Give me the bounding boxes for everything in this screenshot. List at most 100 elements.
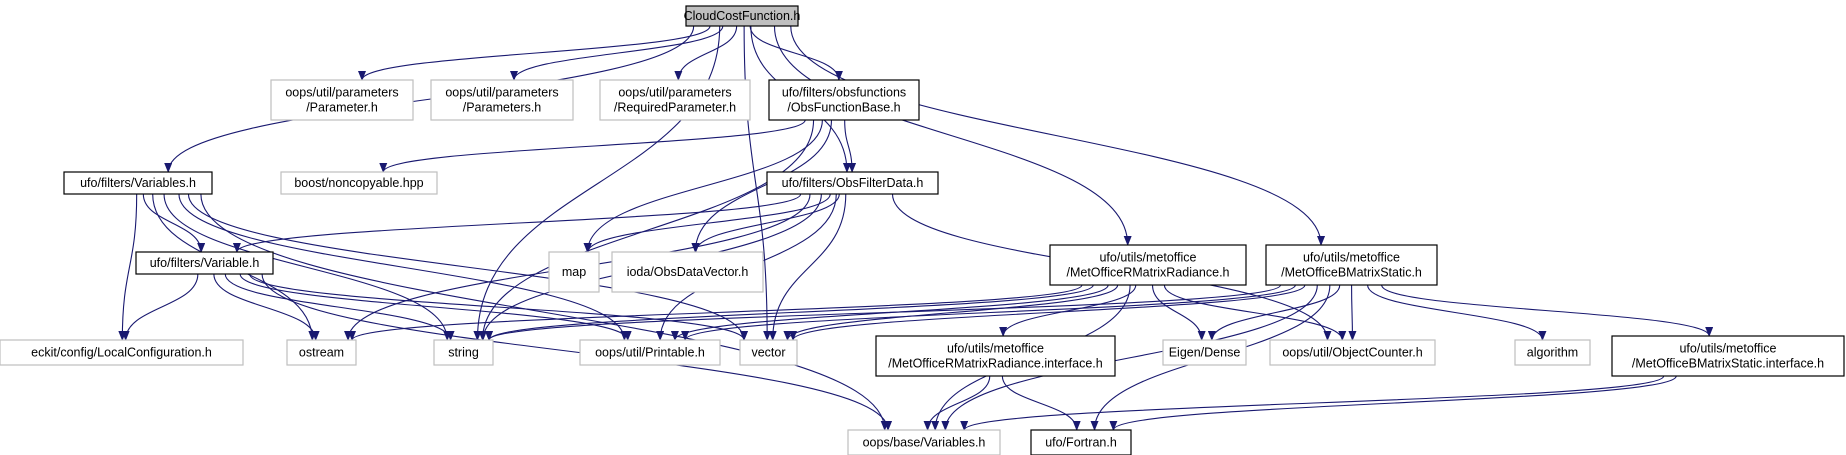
node-box-bmatrixstatic [1265, 244, 1438, 286]
node-box-obsdatavector [611, 251, 764, 293]
edge-bmatrixstatic-to-vector [789, 284, 1306, 341]
node-label-parameters-line-1: oops/util/parameters [445, 86, 558, 100]
edge-rmatrixradiance-to-objectcounter [1163, 284, 1347, 341]
node-box-parameter [270, 79, 414, 121]
node-box-fortran [1030, 429, 1132, 455]
node-label-vector-line-1: vector [751, 346, 785, 360]
node-obsfilterdata[interactable]: ufo/filters/ObsFilterData.h [766, 171, 939, 195]
node-box-eigendense [1162, 339, 1247, 366]
node-box-localconfiguration [0, 339, 244, 366]
node-noncopyable: boost/noncopyable.hpp [280, 171, 438, 195]
node-label-noncopyable-line-1: boost/noncopyable.hpp [294, 176, 423, 190]
edge-bmatrixstatic-to-objectcounter [1348, 284, 1357, 341]
node-fortran[interactable]: ufo/Fortran.h [1030, 429, 1132, 455]
node-map: map [548, 251, 600, 293]
edge-variables-to-variable [142, 193, 206, 253]
node-label-printable-line-1: oops/util/Printable.h [595, 346, 705, 360]
edge-bmatrixstatic-to-oopsvariables [941, 284, 1318, 431]
node-bmatrixstatic[interactable]: ufo/utils/metoffice/MetOfficeBMatrixStat… [1265, 244, 1438, 286]
edge-bmatrixstatic-to-printable [681, 284, 1296, 341]
edge-root-to-vector [743, 25, 772, 341]
edge-obsfunctionbase-to-noncopyable [379, 119, 806, 173]
node-bmatrixinterface[interactable]: ufo/utils/metoffice/MetOfficeBMatrixStat… [1611, 335, 1845, 377]
node-label-rmatrixinterface-line-1: ufo/utils/metoffice [947, 342, 1044, 356]
node-box-variable [135, 251, 274, 275]
node-rmatrixradiance[interactable]: ufo/utils/metoffice/MetOfficeRMatrixRadi… [1049, 244, 1247, 286]
edge-bmatrixstatic-to-algorithm [1367, 284, 1547, 341]
edge-obsfilterdata-to-variable [233, 193, 802, 253]
edge-rmatrixinterface-to-oopsvariables [923, 375, 991, 431]
node-label-bmatrixinterface-line-1: ufo/utils/metoffice [1679, 342, 1776, 356]
edge-bmatrixinterface-to-fortran [1109, 375, 1677, 431]
edge-obsfunctionbase-to-string [478, 119, 815, 341]
node-variables[interactable]: ufo/filters/Variables.h [63, 171, 213, 195]
node-box-root [685, 5, 799, 27]
edge-obsfilterdata-to-obsdatavector [691, 193, 840, 253]
edge-root-to-string [473, 25, 721, 341]
node-string: string [433, 339, 494, 366]
edge-root-to-bmatrixstatic [790, 25, 1325, 246]
node-oopsvariables: oops/base/Variables.h [847, 429, 1001, 455]
node-label-requiredparameter-line-2: /RequiredParameter.h [614, 101, 736, 115]
edge-obsfilterdata-to-map [584, 193, 831, 253]
node-label-obsfunctionbase-line-1: ufo/filters/obsfunctions [782, 86, 906, 100]
node-objectcounter: oops/util/ObjectCounter.h [1269, 339, 1436, 366]
edge-root-to-obsfunctionbase [749, 25, 843, 81]
node-label-root-line-1: CloudCostFunction.h [684, 9, 801, 23]
node-label-bmatrixinterface-line-2: /MetOfficeBMatrixStatic.interface.h [1632, 357, 1824, 371]
edge-variable-to-oopsvariables [261, 273, 892, 431]
node-box-variables [63, 171, 213, 195]
edge-root-to-parameter [358, 25, 711, 81]
node-box-vector [739, 339, 798, 366]
node-box-ostream [286, 339, 357, 366]
node-label-variables-line-1: ufo/filters/Variables.h [80, 176, 196, 190]
node-label-parameters-line-2: /Parameters.h [463, 101, 542, 115]
edge-bmatrixstatic-to-string [485, 284, 1282, 341]
node-box-obsfunctionbase [768, 79, 920, 121]
node-label-map-line-1: map [562, 265, 586, 279]
node-obsdatavector: ioda/ObsDataVector.h [611, 251, 764, 293]
node-label-rmatrixradiance-line-1: ufo/utils/metoffice [1099, 251, 1196, 265]
node-label-fortran-line-1: ufo/Fortran.h [1045, 436, 1117, 450]
node-box-obsfilterdata [766, 171, 939, 195]
node-label-parameter-line-1: oops/util/parameters [285, 86, 398, 100]
node-label-parameter-line-2: /Parameter.h [306, 101, 378, 115]
edge-variable-to-printable [239, 273, 632, 341]
edge-variables-to-printable [178, 193, 629, 341]
node-box-algorithm [1514, 339, 1591, 366]
node-parameter: oops/util/parameters/Parameter.h [270, 79, 414, 121]
node-label-algorithm-line-1: algorithm [1527, 346, 1578, 360]
node-ostream: ostream [286, 339, 357, 366]
node-box-objectcounter [1269, 339, 1436, 366]
node-variable[interactable]: ufo/filters/Variable.h [135, 251, 274, 275]
edge-root-to-rmatrixradiance [773, 25, 1132, 246]
node-box-rmatrixinterface [875, 335, 1116, 377]
node-label-bmatrixstatic-line-1: ufo/utils/metoffice [1303, 251, 1400, 265]
node-box-rmatrixradiance [1049, 244, 1247, 286]
node-label-rmatrixinterface-line-2: /MetOfficeRMatrixRadiance.interface.h [888, 357, 1102, 371]
node-box-map [548, 251, 600, 293]
node-label-requiredparameter-line-1: oops/util/parameters [618, 86, 731, 100]
node-label-obsfunctionbase-line-2: /ObsFunctionBase.h [787, 101, 900, 115]
edge-root-to-requiredparameter [674, 25, 738, 81]
edge-variables-to-localconfiguration [118, 193, 138, 341]
edge-variables-to-string [163, 193, 452, 341]
edge-rmatrixinterface-to-fortran [1001, 375, 1081, 431]
edge-bmatrixinterface-to-oopsvariables [960, 375, 1665, 431]
edge-rmatrixradiance-to-ostream [348, 284, 1083, 341]
edge-obsfunctionbase-to-map [583, 119, 823, 253]
edge-root-to-parameters [510, 25, 724, 81]
node-eigendense: Eigen/Dense [1162, 339, 1247, 366]
node-root[interactable]: CloudCostFunction.h [684, 5, 801, 27]
edge-obsfunctionbase-to-obsfilterdata [844, 119, 857, 173]
node-label-string-line-1: string [448, 346, 479, 360]
node-label-objectcounter-line-1: oops/util/ObjectCounter.h [1282, 346, 1422, 360]
edge-variable-to-localconfiguration [121, 273, 199, 341]
node-label-bmatrixstatic-line-2: /MetOfficeBMatrixStatic.h [1281, 266, 1422, 280]
node-obsfunctionbase[interactable]: ufo/filters/obsfunctions/ObsFunctionBase… [768, 79, 920, 121]
node-rmatrixinterface[interactable]: ufo/utils/metoffice/MetOfficeRMatrixRadi… [875, 335, 1116, 377]
edge-variable-to-string [224, 273, 455, 341]
node-label-eigendense-line-1: Eigen/Dense [1169, 346, 1241, 360]
node-label-ostream-line-1: ostream [299, 346, 344, 360]
node-vector: vector [739, 339, 798, 366]
